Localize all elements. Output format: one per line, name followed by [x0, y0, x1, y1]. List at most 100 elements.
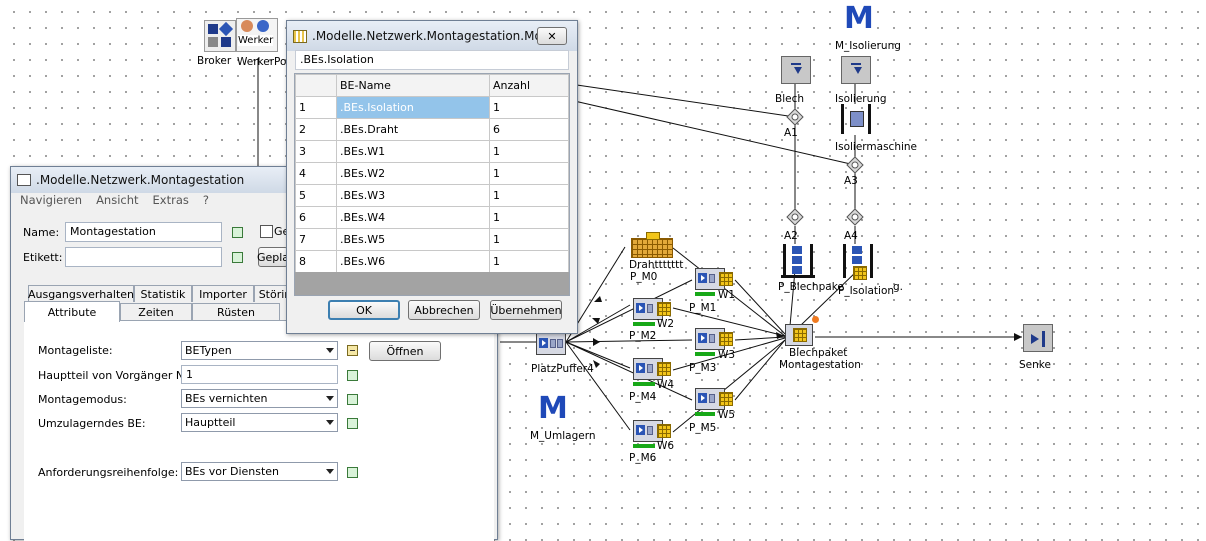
- be-name-cell[interactable]: .BEs.W2: [336, 162, 490, 185]
- hauptteil-toggle[interactable]: [347, 370, 358, 381]
- be-name-cell[interactable]: .BEs.W1: [336, 140, 490, 163]
- be-name-cell[interactable]: .BEs.W4: [336, 206, 490, 229]
- etikett-field[interactable]: [65, 247, 222, 267]
- cancel-button[interactable]: Abbrechen: [408, 300, 480, 320]
- column-header[interactable]: Anzahl: [489, 74, 569, 97]
- close-icon[interactable]: ✕: [537, 27, 567, 45]
- tab-importer[interactable]: Importer: [192, 285, 254, 302]
- a1-label: A1: [784, 127, 798, 139]
- tab-statistik[interactable]: Statistik: [134, 285, 192, 302]
- apply-button[interactable]: Übernehmen: [490, 300, 562, 320]
- oeffnen-button[interactable]: Öffnen: [369, 341, 441, 361]
- montageliste-toggle[interactable]: [347, 345, 358, 356]
- anzahl-cell[interactable]: 1: [489, 184, 569, 207]
- tab-ausgangsverhalten[interactable]: Ausgangsverhalten: [28, 285, 134, 302]
- anzahl-cell[interactable]: 6: [489, 118, 569, 141]
- be-name-cell[interactable]: .BEs.W3: [336, 184, 490, 207]
- montagemodus-toggle[interactable]: [347, 394, 358, 405]
- broker-icon[interactable]: [204, 20, 236, 52]
- montagestation-icon[interactable]: [785, 324, 813, 346]
- connector-icon[interactable]: [786, 108, 804, 126]
- hauptteil-field[interactable]: 1: [181, 365, 338, 384]
- source-icon[interactable]: [841, 56, 871, 84]
- method-icon[interactable]: M: [842, 1, 874, 36]
- montageliste-select[interactable]: BETypen: [181, 341, 338, 360]
- part-icon: [719, 332, 733, 346]
- anzahl-cell[interactable]: 1: [489, 250, 569, 273]
- ge-checkbox[interactable]: [260, 225, 273, 238]
- row-index[interactable]: 2: [295, 118, 337, 141]
- row-index[interactable]: 8: [295, 250, 337, 273]
- row-index[interactable]: 3: [295, 140, 337, 163]
- column-header[interactable]: BE-Name: [336, 74, 490, 97]
- part-icon: [719, 272, 733, 286]
- name-field[interactable]: Montagestation: [65, 222, 222, 242]
- station-w5[interactable]: [695, 388, 725, 410]
- draht-buffer-icon[interactable]: [631, 238, 673, 258]
- platzpuffer-icon[interactable]: [536, 333, 566, 355]
- menu-extras[interactable]: Extras: [152, 193, 189, 207]
- current-cell-field[interactable]: .BEs.Isolation: [295, 50, 569, 70]
- m-isolierung-label: M_Isolierung: [835, 40, 901, 52]
- drahttttttt-label: Drahttttttt: [629, 259, 684, 271]
- part-icon: [657, 362, 671, 376]
- method-icon[interactable]: M: [536, 391, 568, 426]
- anforderung-toggle[interactable]: [347, 467, 358, 478]
- anzahl-cell[interactable]: 1: [489, 96, 569, 119]
- row-index[interactable]: 4: [295, 162, 337, 185]
- source-icon[interactable]: [781, 56, 811, 84]
- station-w1[interactable]: [695, 268, 725, 290]
- connector-icon[interactable]: [786, 208, 804, 226]
- werkerpool-icon[interactable]: Werker: [236, 18, 278, 52]
- station-w3[interactable]: [695, 328, 725, 350]
- umzulagern-toggle[interactable]: [347, 418, 358, 429]
- buffer-icon[interactable]: [843, 244, 873, 278]
- be-name-cell[interactable]: .BEs.W6: [336, 250, 490, 273]
- tab-zeiten[interactable]: Zeiten: [120, 303, 192, 320]
- row-index[interactable]: 6: [295, 206, 337, 229]
- anzahl-cell[interactable]: 1: [489, 162, 569, 185]
- menu-navigieren[interactable]: Navigieren: [20, 193, 83, 207]
- menu-ansicht[interactable]: Ansicht: [96, 193, 139, 207]
- row-index[interactable]: 5: [295, 184, 337, 207]
- be-name-cell[interactable]: .BEs.W5: [336, 228, 490, 251]
- montagemodus-select[interactable]: BEs vernichten: [181, 389, 338, 408]
- be-name-cell[interactable]: .BEs.Draht: [336, 118, 490, 141]
- anzahl-cell[interactable]: 1: [489, 140, 569, 163]
- be-name-cell[interactable]: .BEs.Isolation: [336, 96, 490, 119]
- menu-bar: Navigieren Ansicht Extras ?: [11, 193, 497, 209]
- geplant-button[interactable]: Gepla: [257, 247, 289, 267]
- corner-cell: [295, 74, 337, 97]
- list-dialog-titlebar[interactable]: .Modelle.Netzwerk.Montagestation.Mo...: [287, 21, 577, 51]
- tab-ruesten[interactable]: Rüsten: [192, 303, 280, 320]
- tab-attribute[interactable]: Attribute: [24, 301, 120, 322]
- umzulagern-select[interactable]: Hauptteil: [181, 413, 338, 432]
- etikett-inherit-toggle[interactable]: [232, 252, 243, 263]
- senke-label: Senke: [1019, 359, 1051, 371]
- part-icon: [657, 424, 671, 438]
- ok-button[interactable]: OK: [328, 300, 400, 320]
- buffer-icon[interactable]: [783, 244, 813, 278]
- anforderung-select[interactable]: BEs vor Diensten: [181, 462, 338, 481]
- row-index[interactable]: 7: [295, 228, 337, 251]
- connector-icon[interactable]: [846, 208, 864, 226]
- row-index[interactable]: 1: [295, 96, 337, 119]
- connector-icon[interactable]: [846, 156, 864, 174]
- anzahl-cell[interactable]: 1: [489, 228, 569, 251]
- p-m6-label: P_M6: [629, 452, 657, 464]
- anzahl-cell[interactable]: 1: [489, 206, 569, 229]
- sink-icon[interactable]: [1023, 324, 1053, 352]
- name-inherit-toggle[interactable]: [232, 227, 243, 238]
- menu-help[interactable]: ?: [202, 193, 209, 207]
- tab-stoerungen[interactable]: Störin: [254, 285, 296, 302]
- isoliermaschine-icon[interactable]: [841, 104, 871, 134]
- isolation-suffix-label: g.: [893, 281, 904, 293]
